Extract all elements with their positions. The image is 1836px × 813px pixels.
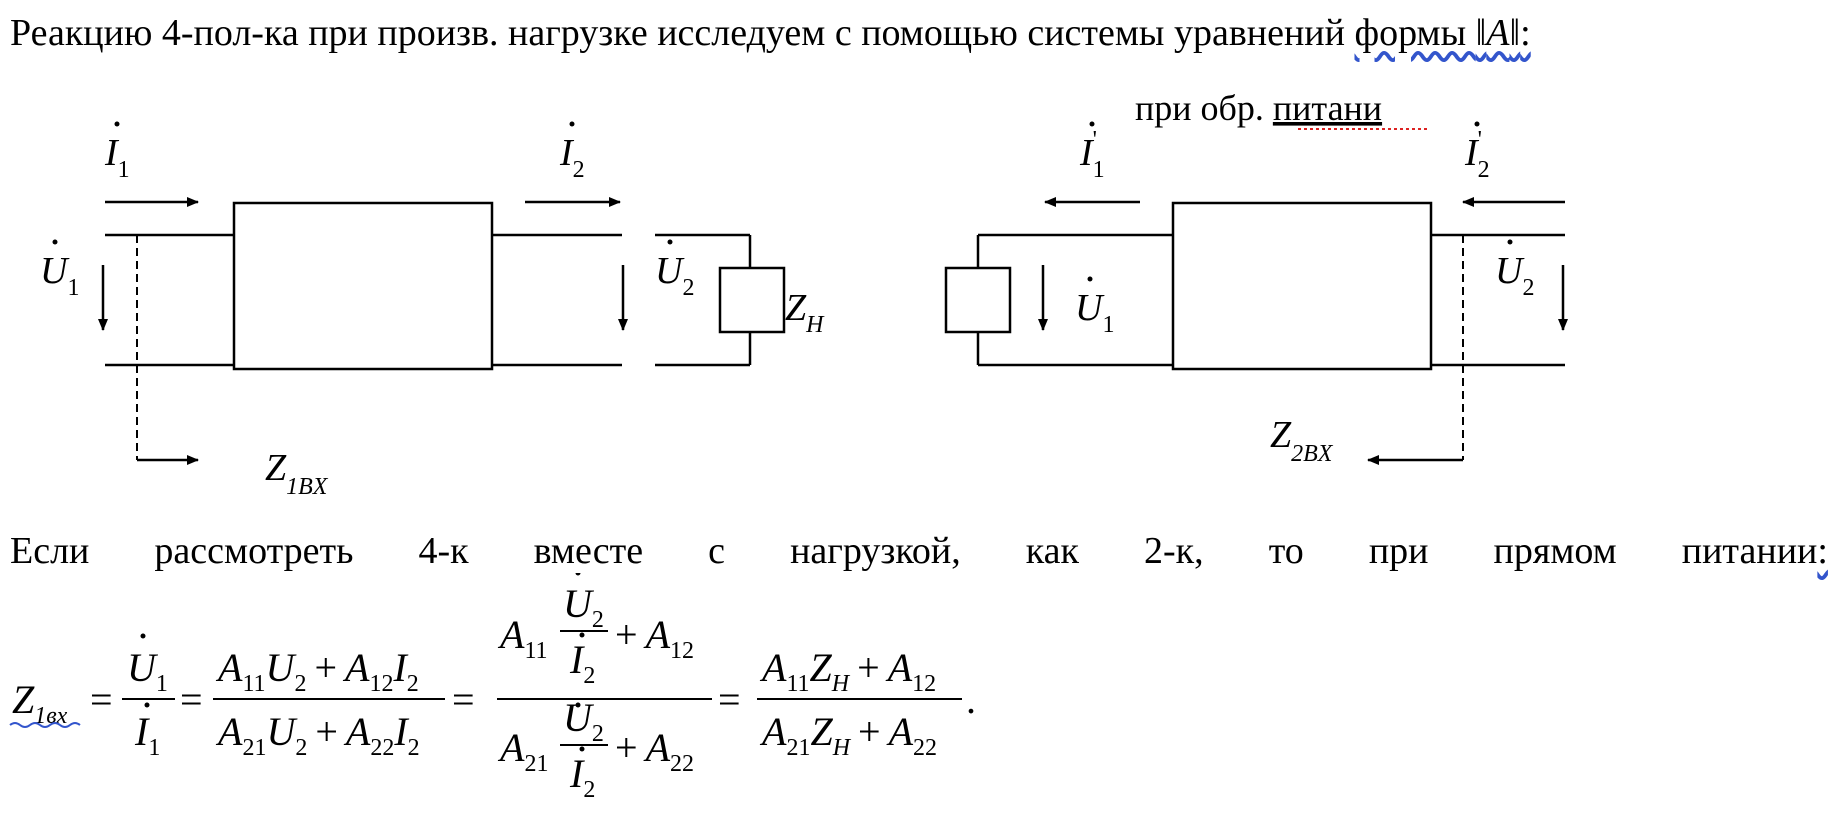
formula-equals-1: = [90, 677, 113, 722]
matrix-letter: A [1486, 12, 1510, 54]
right-circuit: I1' I2' U1 U2 Z2BX [944, 121, 1568, 467]
left-voltage-out-label: U2 [655, 250, 694, 301]
sentence-word: рассмотреть [154, 530, 354, 572]
right-voltage-in-dot [1087, 276, 1093, 282]
fraction-load-impedance: A11ZH+A12 A21ZH+A22 [757, 645, 962, 761]
sentence-word: как [1025, 530, 1079, 572]
f3-den-coef: A21 [497, 725, 548, 777]
reverse-power-caption: при обр. питани [1135, 88, 1382, 128]
formula-spellcheck-underline [9, 722, 81, 728]
fraction-a-parameters: A11U2+A12I2 A21U2+A22I2 [213, 645, 445, 761]
f1-den-dot [144, 702, 150, 708]
right-current-out-label: I2' [1464, 127, 1490, 183]
sentence-word: то [1268, 530, 1304, 572]
sentence-word: Если [10, 530, 90, 572]
left-current-in-dot [114, 121, 120, 127]
intro-text: Реакцию 4-пол-ка при произв. нагрузке ис… [10, 12, 1355, 54]
f1-numerator: U1 [127, 645, 168, 697]
left-voltage-in-label: U1 [40, 250, 79, 301]
left-voltage-in-dot [52, 239, 58, 245]
fraction-voltage-over-current: U1 I1 [122, 633, 175, 761]
f3-den-inner-top: U2 [563, 695, 604, 747]
f4-numerator: A11ZH+A12 [759, 645, 936, 697]
right-voltage-out-label: U2 [1495, 250, 1534, 301]
formula-equals-3: = [452, 677, 475, 722]
sentence-word: прямом [1493, 530, 1617, 572]
right-fourport-box [1171, 201, 1433, 371]
intro-paragraph: Реакцию 4-пол-ка при произв. нагрузке ис… [10, 14, 1531, 52]
f3-num-inner-top: U2 [563, 581, 604, 633]
left-circuit: I1 I2 U1 U2 ZH Z1BX [40, 121, 825, 500]
sentence-word: с [708, 530, 726, 572]
f4-denominator: A21ZH+A22 [759, 709, 937, 761]
f3-num-inner-bottom-dot [579, 632, 585, 638]
right-voltage-out-dot [1507, 239, 1513, 245]
left-input-impedance-label: Z1BX [265, 447, 329, 500]
left-current-out-label: I2 [559, 132, 585, 183]
f3-num-coef: A11 [497, 612, 548, 664]
f1-denominator: I1 [134, 709, 160, 761]
f3-num-inner-dot [575, 573, 581, 576]
right-voltage-in-label: U1 [1075, 287, 1114, 338]
formula-period: . [966, 677, 976, 722]
f1-num-dot [140, 633, 146, 639]
sentence-last-word: питании: [1682, 532, 1828, 570]
f3-num-tail: +A12 [615, 612, 694, 664]
sentence-paragraph: Если рассмотреть 4-к вместе с нагрузкой,… [10, 532, 1828, 570]
fraction-nested: A11 U2 I2 +A12 A21 U2 I2 +A22 [497, 573, 712, 803]
matrix-symbol: ‖A‖ [1475, 12, 1521, 54]
f3-den-inner-bottom: I2 [569, 751, 595, 803]
left-current-in-label: I1 [104, 132, 130, 183]
right-input-impedance-label: Z2BX [1270, 414, 1334, 467]
matrix-form-link: формы ‖A‖ [1354, 12, 1520, 54]
formula-equals-2: = [180, 677, 203, 722]
f3-den-tail: +A22 [615, 725, 694, 777]
load-label: ZH [785, 287, 825, 338]
f3-den-inner-bottom-dot [579, 746, 585, 752]
formula-lhs: Z1вх [12, 677, 68, 729]
right-current-out-dot [1474, 121, 1480, 127]
formula-equals-4: = [718, 677, 741, 722]
sentence-word: 4-к [418, 530, 469, 572]
left-voltage-out-dot [667, 239, 673, 245]
sentence-word: нагрузкой, [790, 530, 961, 572]
source-impedance-box [944, 266, 1012, 334]
matrix-form-label: формы [1354, 12, 1476, 54]
right-current-in-dot [1089, 121, 1095, 127]
intro-colon: : [1520, 12, 1531, 54]
sentence-word: питании [1681, 530, 1818, 572]
sentence-word: вместе [533, 530, 644, 572]
f2-denominator: A21U2+A22I2 [215, 709, 420, 761]
f2-numerator: A11U2+A12I2 [215, 645, 419, 697]
right-current-in-label: I1' [1079, 127, 1105, 183]
left-fourport-box [232, 201, 494, 371]
sentence-word: 2-к, [1144, 530, 1204, 572]
sentence-colon: : [1817, 530, 1828, 572]
circuit-diagram: при обр. питани I1 I2 U1 U [40, 88, 1568, 500]
left-current-out-dot [569, 121, 575, 127]
impedance-formula: Z1вх = U1 I1 = A11U2+A12I2 A21U2+A22I2 =… [9, 573, 976, 803]
f3-num-inner-bottom: I2 [569, 637, 595, 689]
f3-den-inner-dot [575, 702, 581, 708]
load-impedance-box [718, 266, 786, 334]
sentence-word: при [1368, 530, 1429, 572]
